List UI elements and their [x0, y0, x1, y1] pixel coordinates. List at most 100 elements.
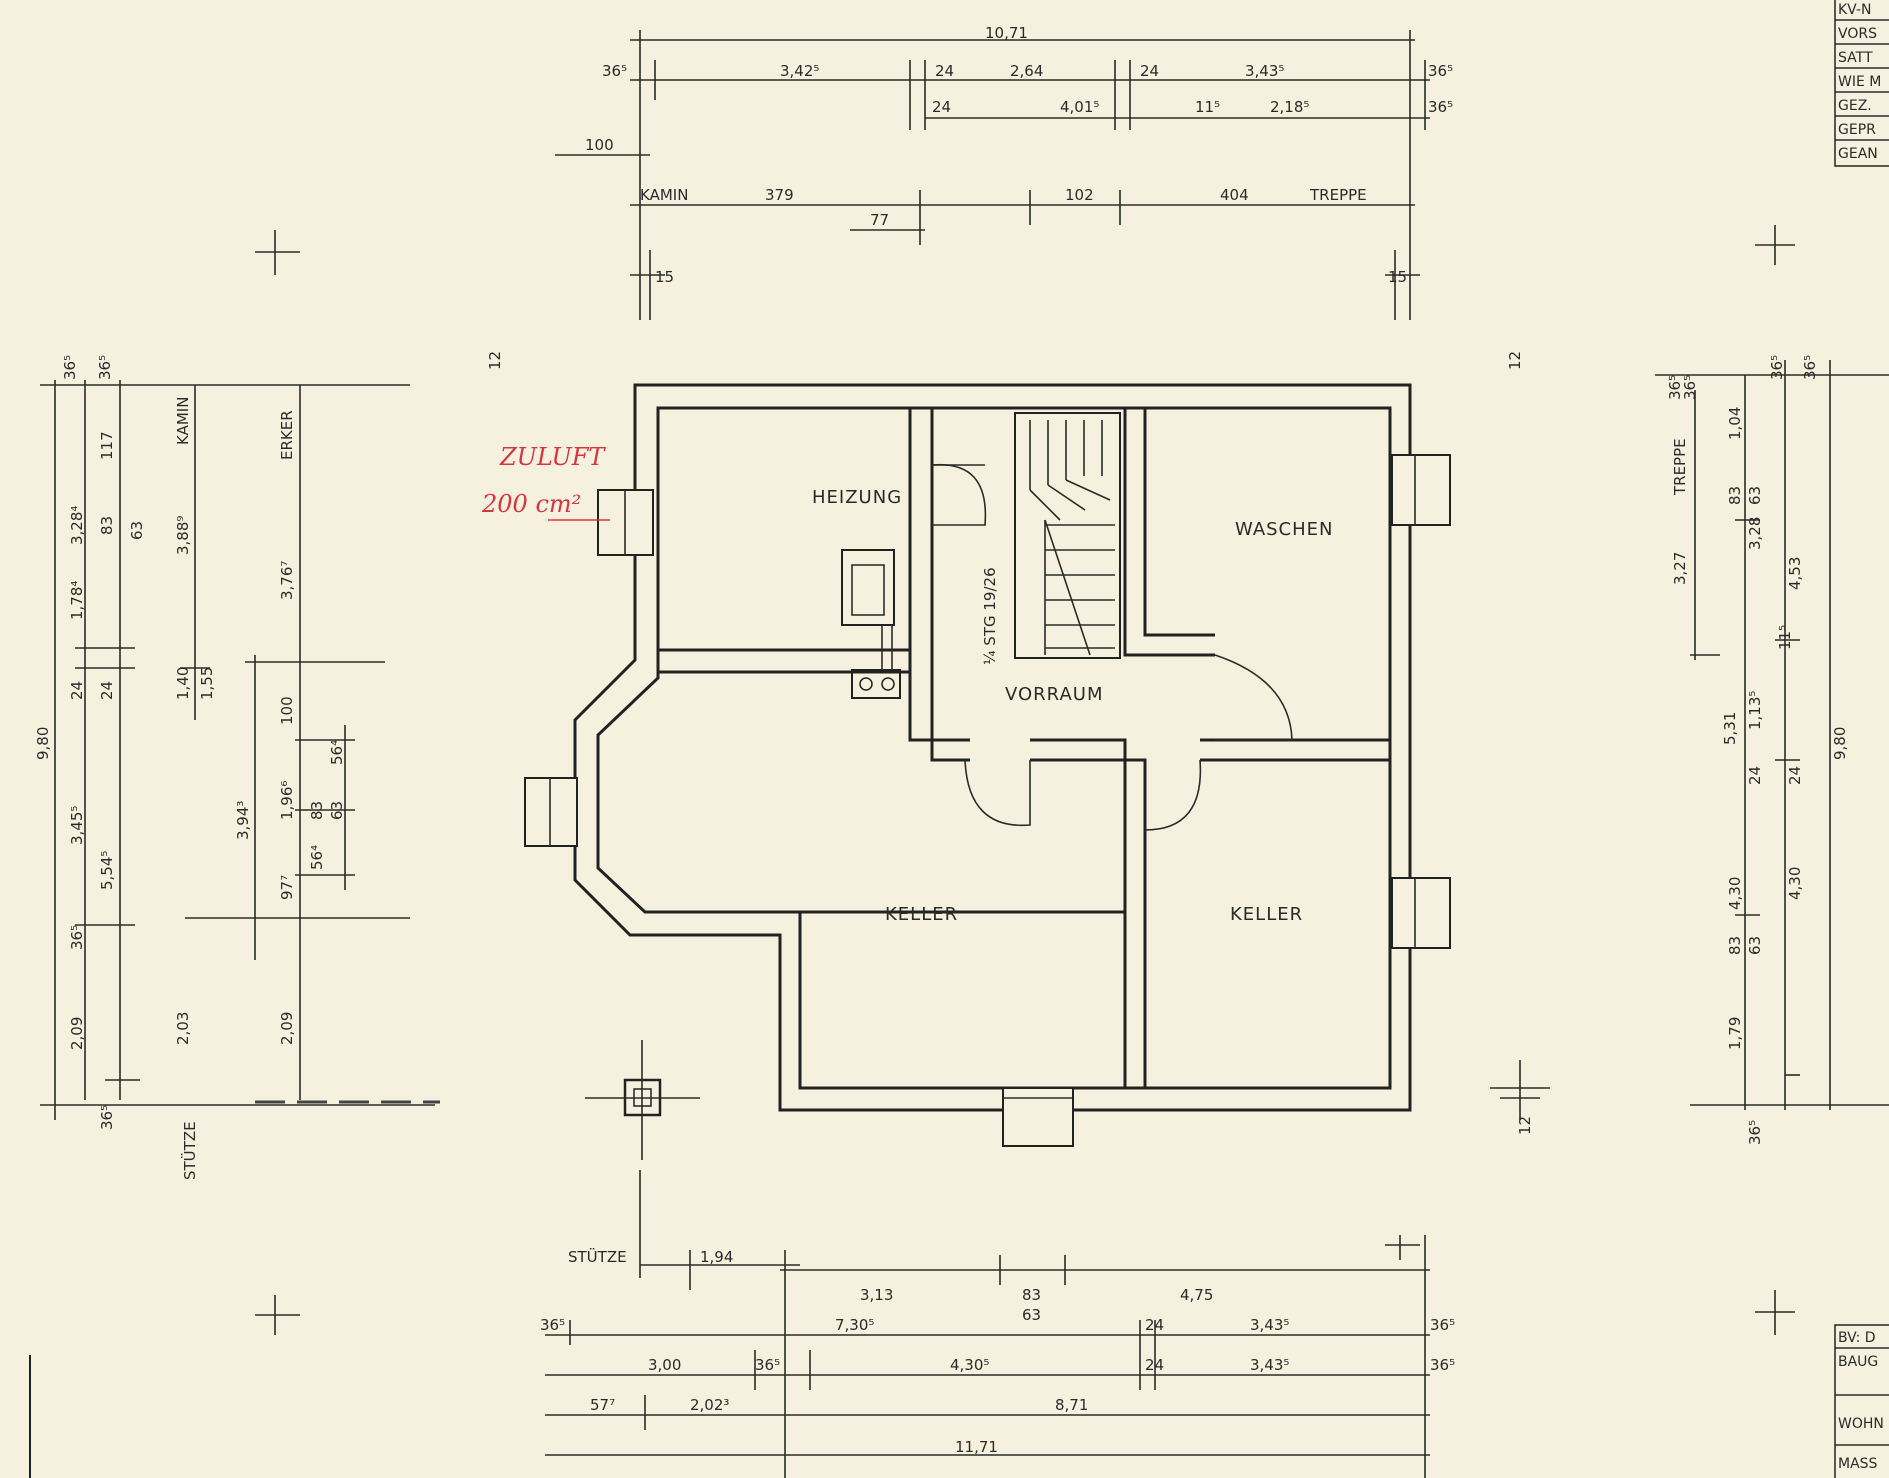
window-waschen — [1391, 454, 1451, 526]
window-heizung — [597, 489, 654, 556]
dim-bottom-4305: 4,30⁵ — [950, 1356, 989, 1374]
dim-left-total: 9,80 — [34, 727, 52, 760]
dim-top-15-right: 15 — [1388, 268, 1407, 286]
dim-left-1784: 1,78⁴ — [68, 581, 86, 620]
dim-left-203: 2,03 — [174, 1012, 192, 1045]
label-kamin-top: KAMIN — [640, 186, 688, 204]
dim-top-e: 24 — [1140, 62, 1159, 80]
column-icon — [585, 1040, 700, 1160]
dim-left-3943: 3,94³ — [234, 801, 252, 840]
tb-bottom-3: WOHN — [1838, 1416, 1884, 1432]
dim-right-365-bot: 36⁵ — [1746, 1120, 1764, 1145]
room-vorraum: VORRAUM — [1005, 684, 1103, 705]
room-keller-left: KELLER — [885, 904, 958, 925]
dim-bottom-365-a: 36⁵ — [540, 1316, 565, 1334]
dim-left-3455: 3,45⁵ — [68, 806, 86, 845]
window-erker — [524, 777, 578, 847]
door-waschen — [1214, 654, 1293, 741]
tb-top-3: SATT — [1838, 50, 1873, 66]
dim-left-24-a: 24 — [68, 681, 86, 700]
dim-top-102: 102 — [1065, 186, 1094, 204]
dim-right-531: 5,31 — [1721, 712, 1739, 745]
tb-bottom-2: BAUG — [1838, 1354, 1878, 1370]
label-erker-left: ERKER — [278, 410, 296, 460]
dim-top-total: 10,71 — [985, 24, 1028, 42]
window-keller-bottom — [1002, 1087, 1074, 1147]
label-treppe-right: TREPPE — [1671, 438, 1689, 496]
room-heizung: HEIZUNG — [812, 487, 902, 508]
dim-left-140: 1,40 — [174, 667, 192, 700]
dim-left-83-b: 83 — [308, 801, 326, 820]
dim-right-179: 1,79 — [1726, 1017, 1744, 1050]
dim-left-24-b: 24 — [98, 681, 116, 700]
dim-top-k: 2,18⁵ — [1270, 98, 1309, 116]
dim-left-977: 97⁷ — [278, 875, 296, 900]
room-keller-right: KELLER — [1230, 904, 1303, 925]
dim-left-564-b: 56⁴ — [308, 845, 326, 870]
right-dimensions: 36⁵ 1,04 83 63 3,28 11⁵ 1,13⁵ 24 4,30 36… — [1490, 225, 1889, 1335]
dim-top-100: 100 — [585, 136, 614, 154]
dim-bottom-577: 57⁷ — [590, 1396, 615, 1414]
dim-right-63: 63 — [1746, 486, 1764, 505]
dim-bottom-194: 1,94 — [700, 1248, 733, 1266]
room-waschen: WASCHEN — [1235, 519, 1334, 540]
dim-right-430-b: 4,30 — [1786, 867, 1804, 900]
title-block-bottom: BV: D BAUG WOHN MASS — [1834, 1324, 1889, 1478]
dim-top-g: 36⁵ — [1428, 62, 1453, 80]
dim-left-1966: 1,96⁶ — [278, 781, 296, 820]
dim-right-83-b: 83 — [1726, 936, 1744, 955]
dim-top-404: 404 — [1220, 186, 1249, 204]
dim-left-155: 1,55 — [198, 667, 216, 700]
dim-left-63: 63 — [128, 521, 146, 540]
window-keller-right — [1391, 877, 1451, 949]
dim-bottom-365-b: 36⁵ — [1430, 1316, 1455, 1334]
dim-bottom-83: 83 — [1022, 1286, 1041, 1304]
tb-top-6: GEPR — [1838, 122, 1876, 138]
dim-left-5545: 5,54⁵ — [98, 851, 116, 890]
dim-left-209-a: 2,09 — [68, 1017, 86, 1050]
left-dimensions: 36⁵ 36⁵ 9,80 3,28⁴ 1,78⁴ 24 3,45⁵ 5,54⁵ … — [29, 230, 440, 1478]
dim-left-3889: 3,88⁹ — [174, 516, 192, 555]
dim-bottom-475: 4,75 — [1180, 1286, 1213, 1304]
dim-top-j: 11⁵ — [1195, 98, 1220, 116]
dim-bottom-365-c: 36⁵ — [755, 1356, 780, 1374]
dim-right-83: 83 — [1726, 486, 1744, 505]
dim-bottom-2023: 2,02³ — [690, 1396, 729, 1414]
dim-top-379: 379 — [765, 186, 794, 204]
top-dimensions: 10,71 36⁵ 3,42⁵ 24 2,64 24 3,43⁵ 36⁵ 24 … — [486, 24, 1524, 370]
dim-right-430: 4,30 — [1726, 877, 1744, 910]
dim-left-365-b: 36⁵ — [96, 355, 114, 380]
dim-top-12-left: 12 — [486, 351, 504, 370]
label-treppe-top: TREPPE — [1309, 186, 1367, 204]
dim-left-83: 83 — [98, 516, 116, 535]
dim-right-63-b: 63 — [1746, 936, 1764, 955]
tb-top-5: GEZ. — [1838, 98, 1872, 114]
dim-right-327: 3,27 — [1671, 552, 1689, 585]
dim-right-365-top: 36⁵ — [1681, 375, 1699, 400]
tb-top-1: KV-N — [1838, 2, 1871, 18]
tb-top-4: WIE M — [1838, 74, 1881, 90]
dim-left-365-c: 36⁵ — [68, 925, 86, 950]
door-keller-left — [964, 759, 1031, 827]
dim-left-3767: 3,76⁷ — [278, 561, 296, 600]
dim-top-f: 3,43⁵ — [1245, 62, 1284, 80]
dim-right-365-c: 36⁵ — [1801, 355, 1819, 380]
label-stuetze-left: STÜTZE — [180, 1121, 199, 1180]
dim-right-365-a: 36⁵ — [1666, 375, 1684, 400]
dim-right-328: 3,28 — [1746, 517, 1764, 550]
dim-right-24: 24 — [1746, 766, 1764, 785]
dim-bottom-3435-b: 3,43⁵ — [1250, 1356, 1289, 1374]
dim-right-453: 4,53 — [1786, 557, 1804, 590]
dim-left-365-d: 36⁵ — [98, 1105, 116, 1130]
dim-right-total: 9,80 — [1831, 727, 1849, 760]
dim-right-115: 11⁵ — [1776, 625, 1794, 650]
dim-right-365-b: 36⁵ — [1768, 355, 1786, 380]
tb-top-2: VORS — [1838, 26, 1877, 42]
label-stuetze-bottom: STÜTZE — [568, 1247, 627, 1266]
bottom-dimensions: STÜTZE 1,94 3,13 83 63 4,75 36⁵ 7,30⁵ 24… — [540, 1170, 1455, 1478]
dim-bottom-3435-a: 3,43⁵ — [1250, 1316, 1289, 1334]
dim-bottom-24-b: 24 — [1145, 1356, 1164, 1374]
dim-right-12: 12 — [1516, 1116, 1534, 1135]
dim-top-15-left: 15 — [655, 268, 674, 286]
